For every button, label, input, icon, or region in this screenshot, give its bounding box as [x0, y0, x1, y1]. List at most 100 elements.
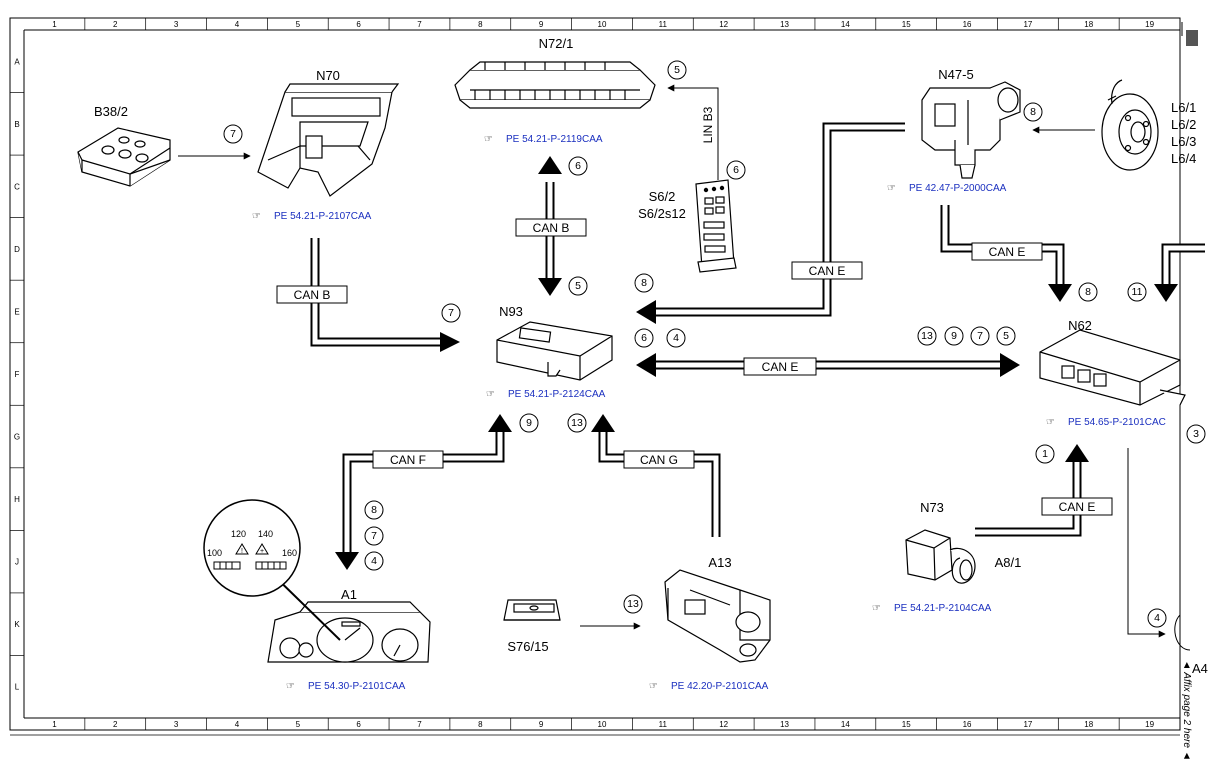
- signal-n47-8: 8: [1030, 106, 1036, 118]
- column-label: 12: [719, 20, 728, 29]
- ref-n47-5[interactable]: ☞ PE 42.47-P-2000CAA: [887, 183, 1007, 194]
- ref-n62[interactable]: ☞ PE 54.65-P-2101CAC: [1046, 417, 1166, 428]
- column-label: 14: [841, 20, 850, 29]
- ref-n72-1[interactable]: ☞ PE 54.21-P-2119CAA: [484, 134, 603, 145]
- column-label: 6: [356, 20, 361, 29]
- column-label: 10: [598, 720, 607, 729]
- component-labels: B38/2 N70 N72/1 N47-5 L6/1 L6/2 L6/3 L6/…: [94, 36, 1208, 676]
- column-label: 8: [478, 720, 483, 729]
- ref-n93-text[interactable]: PE 54.21-P-2124CAA: [508, 389, 606, 400]
- warning-triangle-icon: [235, 543, 249, 555]
- column-ticks: [84, 18, 1120, 730]
- column-label: 17: [1023, 720, 1032, 729]
- ref-n73[interactable]: ☞ PE 54.21-P-2104CAA: [872, 603, 992, 614]
- signal-n62-11: 11: [1132, 286, 1143, 298]
- label-s6-2: S6/2: [649, 189, 676, 204]
- ref-n62-text[interactable]: PE 54.65-P-2101CAC: [1068, 417, 1166, 428]
- column-label: 19: [1145, 20, 1154, 29]
- label-l6-3: L6/3: [1171, 134, 1196, 149]
- column-label: 7: [417, 20, 422, 29]
- signal-e-8: 8: [641, 277, 647, 289]
- gauge-mark-100: 100: [207, 548, 222, 558]
- signal-a4-4: 4: [1154, 612, 1160, 624]
- ref-a1-text[interactable]: PE 54.30-P-2101CAA: [308, 681, 406, 692]
- bus-label-can-f: CAN F: [390, 453, 426, 467]
- column-label: 2: [113, 720, 118, 729]
- pointing-hand-icon: ☞: [1046, 417, 1055, 428]
- column-label: 15: [902, 20, 911, 29]
- column-label: 4: [235, 20, 240, 29]
- ref-n70[interactable]: ☞ PE 54.21-P-2107CAA: [252, 211, 372, 222]
- pointing-hand-icon: ☞: [484, 134, 493, 145]
- signal-markers: [223, 60, 1206, 628]
- column-label: 9: [539, 720, 544, 729]
- affix-note: ◄ Affix page 2 here ◄: [1181, 660, 1192, 761]
- signal-n73-1: 1: [1042, 448, 1048, 460]
- ref-n72-1-text[interactable]: PE 54.21-P-2119CAA: [506, 134, 603, 145]
- bus-label-can-b-2: CAN B: [533, 221, 570, 235]
- ref-a1[interactable]: ☞ PE 54.30-P-2101CAA: [286, 681, 406, 692]
- column-label: 19: [1145, 720, 1154, 729]
- ref-a13-text[interactable]: PE 42.20-P-2101CAA: [671, 681, 769, 692]
- ref-n73-text[interactable]: PE 54.21-P-2104CAA: [894, 603, 992, 614]
- column-label: 11: [659, 720, 668, 729]
- ref-a13[interactable]: ☞ PE 42.20-P-2101CAA: [649, 681, 769, 692]
- label-l6-1: L6/1: [1171, 100, 1196, 115]
- warning-triangle-icon-2: [255, 543, 269, 555]
- column-label: 15: [902, 720, 911, 729]
- column-label: 18: [1084, 720, 1093, 729]
- row-label: D: [14, 245, 20, 254]
- label-n47-5: N47-5: [938, 67, 973, 82]
- label-n70: N70: [316, 68, 340, 83]
- label-n73: N73: [920, 500, 944, 515]
- column-label: 18: [1084, 20, 1093, 29]
- pointing-hand-icon: ☞: [872, 603, 881, 614]
- signal-s6-6: 6: [733, 164, 739, 176]
- column-label: 8: [478, 20, 483, 29]
- ref-n47-5-text[interactable]: PE 42.47-P-2000CAA: [909, 183, 1007, 194]
- column-label: 5: [296, 720, 301, 729]
- signal-n93-6: 6: [641, 332, 647, 344]
- n73-ignition-switch: [905, 529, 976, 584]
- pointing-hand-icon: ☞: [887, 183, 896, 194]
- n70-overhead-control: [257, 83, 400, 197]
- n47-5-esp-unit: [921, 81, 1021, 179]
- svg-text:+: +: [260, 548, 264, 555]
- label-b38-2: B38/2: [94, 104, 128, 119]
- column-label: 13: [780, 20, 789, 29]
- a4-edge-graphic: [1174, 614, 1191, 651]
- signal-n72-5: 5: [674, 64, 680, 76]
- pointing-hand-icon: ☞: [286, 681, 295, 692]
- gauge-mark-160: 160: [282, 548, 297, 558]
- a13-wiper-module: [664, 569, 771, 663]
- bus-label-can-e-2: CAN E: [989, 245, 1026, 259]
- bus-arrowheads: [335, 156, 1178, 570]
- row-label: H: [14, 495, 20, 504]
- row-label: G: [14, 433, 20, 442]
- ref-n93[interactable]: ☞ PE 54.21-P-2124CAA: [486, 389, 606, 400]
- signal-b38-7: 7: [230, 128, 236, 140]
- signal-canb-6: 6: [575, 160, 581, 172]
- signal-s76-13: 13: [627, 598, 639, 610]
- label-n62: N62: [1068, 318, 1092, 333]
- signal-n62-8: 8: [1085, 286, 1091, 298]
- column-label: 14: [841, 720, 850, 729]
- label-s6-2s12: S6/2s12: [638, 206, 686, 221]
- column-label: 1: [52, 720, 57, 729]
- bus-label-can-b-1: CAN B: [294, 288, 331, 302]
- a1-instrument-cluster: [267, 601, 431, 663]
- signal-n93-4: 4: [673, 332, 679, 344]
- reference-links: ☞ PE 54.21-P-2107CAA ☞ PE 54.21-P-2119CA…: [252, 134, 1166, 692]
- label-l6-2: L6/2: [1171, 117, 1196, 132]
- column-label: 7: [417, 720, 422, 729]
- row-label: L: [15, 683, 20, 692]
- gauge-mark-140: 140: [258, 529, 273, 539]
- ref-n70-text[interactable]: PE 54.21-P-2107CAA: [274, 211, 372, 222]
- n93-central-gateway: [496, 321, 613, 381]
- s6-2-switch-panel: [695, 179, 737, 273]
- bus-label-can-e-1: CAN E: [809, 264, 846, 278]
- row-label: F: [15, 370, 20, 379]
